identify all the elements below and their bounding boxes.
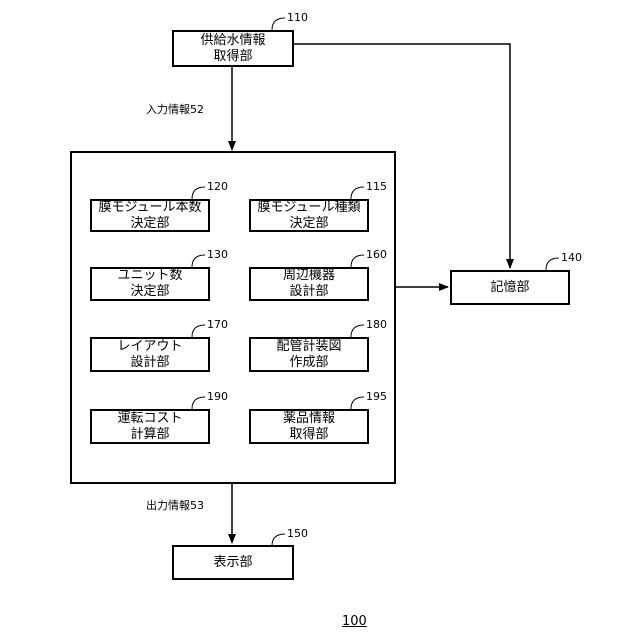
ref-195: 195	[366, 391, 387, 403]
peripheral-line2: 設計部	[289, 284, 328, 300]
output-info-label: 出力情報53	[146, 499, 204, 512]
piping-line2: 作成部	[289, 355, 328, 371]
ref-180: 180	[366, 319, 387, 331]
leader-110	[272, 18, 285, 30]
layout-line1: レイアウト	[117, 339, 182, 355]
unit-count-block: ユニット数 決定部	[90, 267, 210, 301]
membrane-type-line2: 決定部	[289, 216, 328, 232]
membrane-count-line1: 膜モジュール本数	[98, 200, 201, 216]
membrane-type-block: 膜モジュール種類 決定部	[249, 199, 369, 232]
ref-110: 110	[287, 12, 308, 24]
chemical-line2: 取得部	[289, 427, 328, 443]
storage-block: 記憶部	[450, 270, 570, 305]
display-line1: 表示部	[213, 555, 252, 571]
membrane-count-line2: 決定部	[130, 216, 169, 232]
ref-150: 150	[287, 528, 308, 540]
supply-water-line1: 供給水情報	[200, 33, 265, 49]
piping-diagram-block: 配管計装図 作成部	[249, 337, 369, 372]
layout-line2: 設計部	[130, 355, 169, 371]
input-info-label: 入力情報52	[146, 103, 204, 116]
piping-line1: 配管計装図	[276, 339, 341, 355]
supply-water-info-block: 供給水情報 取得部	[172, 30, 294, 67]
ref-170: 170	[207, 319, 228, 331]
membrane-count-block: 膜モジュール本数 決定部	[90, 199, 210, 232]
unit-count-line1: ユニット数	[117, 268, 182, 284]
supply-water-line2: 取得部	[213, 49, 252, 65]
peripheral-design-block: 周辺機器 設計部	[249, 267, 369, 301]
running-cost-line1: 運転コスト	[117, 411, 182, 427]
chemical-line1: 薬品情報	[283, 411, 335, 427]
display-block: 表示部	[172, 545, 294, 580]
chemical-info-block: 薬品情報 取得部	[249, 409, 369, 444]
ref-115: 115	[366, 181, 387, 193]
ref-120: 120	[207, 181, 228, 193]
ref-160: 160	[366, 249, 387, 261]
layout-design-block: レイアウト 設計部	[90, 337, 210, 372]
unit-count-line2: 決定部	[130, 284, 169, 300]
ref-140: 140	[561, 252, 582, 264]
figure-number: 100	[342, 614, 367, 629]
running-cost-block: 運転コスト 計算部	[90, 409, 210, 444]
leader-140	[546, 258, 559, 270]
ref-130: 130	[207, 249, 228, 261]
storage-line1: 記憶部	[490, 280, 529, 296]
ref-190: 190	[207, 391, 228, 403]
running-cost-line2: 計算部	[130, 427, 169, 443]
membrane-type-line1: 膜モジュール種類	[257, 200, 360, 216]
peripheral-line1: 周辺機器	[283, 268, 335, 284]
